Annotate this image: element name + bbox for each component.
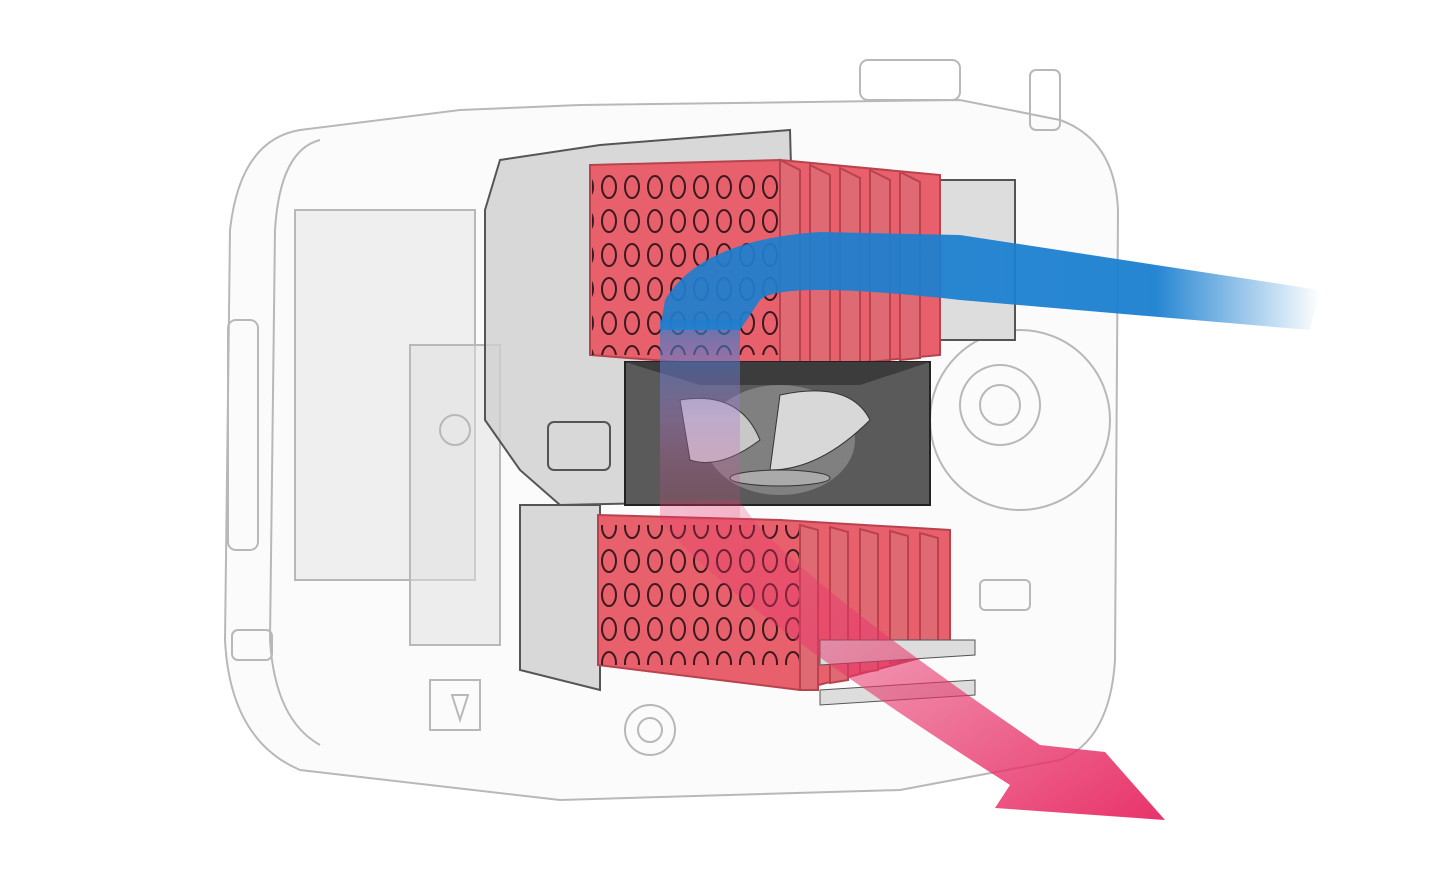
exhaust-arrow — [660, 500, 1165, 820]
intake-arrow — [660, 232, 1320, 330]
internal-plate-lower — [519, 504, 601, 692]
airflow-turn — [660, 320, 740, 520]
internal-plate-window — [547, 421, 611, 471]
